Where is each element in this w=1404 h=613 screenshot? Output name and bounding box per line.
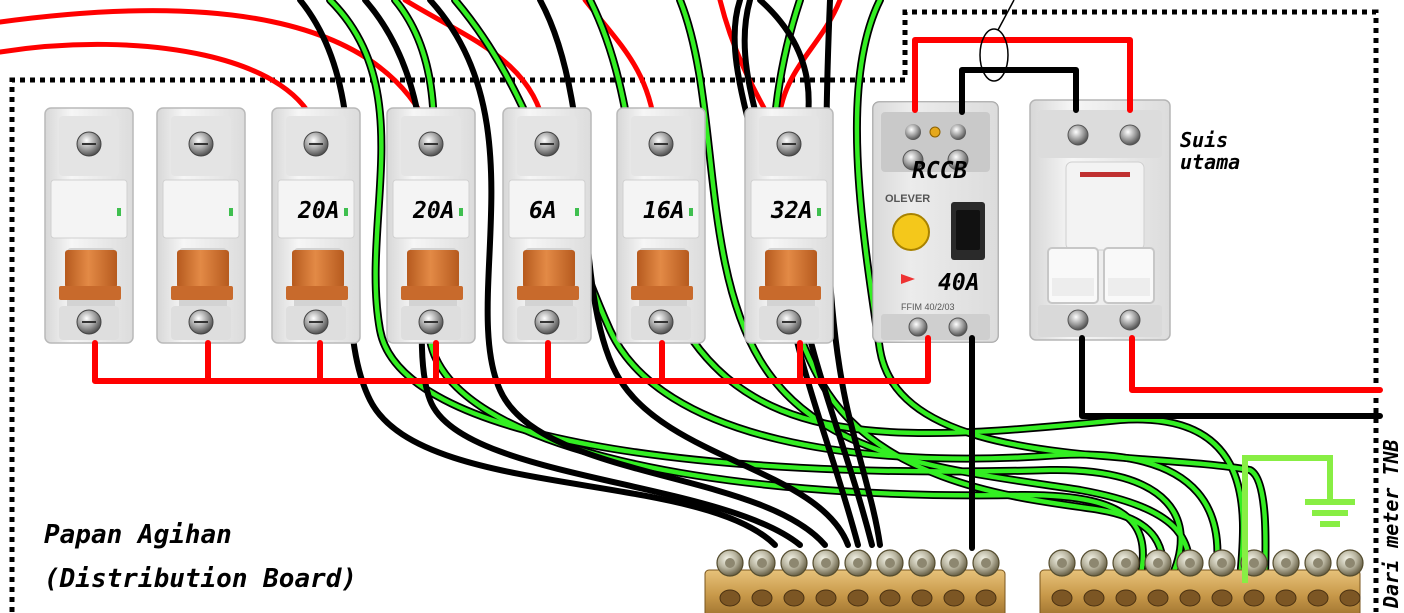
breaker-rating-mcb-4: 20A	[413, 198, 455, 224]
enclosure-outline	[9, 9, 1379, 612]
main-switch-label-line2: utama	[1180, 150, 1241, 174]
board-title-line1: Papan Agihan	[44, 520, 232, 550]
rccb-rating: 40A	[938, 270, 980, 296]
breaker-rating-mcb-5: 6A	[529, 198, 557, 224]
supply-label: Dari meter TNB	[1379, 439, 1403, 608]
live-wire-20a-a	[0, 41, 321, 138]
breaker-mcb-6	[616, 107, 706, 344]
rccb-label: RCCB	[912, 158, 968, 184]
breaker-rating-mcb-6: 16A	[643, 198, 685, 224]
breaker-toggle	[177, 250, 229, 288]
breaker-toggle	[292, 250, 344, 288]
live-supply-in	[1129, 335, 1383, 393]
breaker-mcb-1	[44, 107, 134, 344]
breaker-toggle	[765, 250, 817, 288]
rccb-brand: OLEVER	[885, 193, 930, 205]
main-switch	[1029, 99, 1171, 341]
breaker-mcb-3	[271, 107, 361, 344]
earth-symbol-icon	[1242, 455, 1355, 583]
main-switch-label-line1: Suis	[1180, 128, 1229, 152]
breaker-mcb-7	[744, 107, 834, 344]
breaker-toggle	[65, 250, 117, 288]
breaker-rating-mcb-3: 20A	[298, 198, 340, 224]
breaker-rating-mcb-7: 32A	[771, 198, 813, 224]
live-wire-20a-b	[0, 8, 435, 138]
breaker-mcb-5	[502, 107, 592, 344]
board-title-line2: (Distribution Board)	[44, 564, 358, 594]
current-clamp-icon	[979, 0, 1015, 82]
earth-busbar	[1039, 549, 1364, 613]
breaker-toggle	[407, 250, 459, 288]
neutral-supply-in	[1079, 335, 1383, 419]
live-main-to-rccb	[912, 37, 1133, 113]
rccb: OLEVER FFIM 40/2/03	[872, 101, 999, 343]
breaker-toggle	[637, 250, 689, 288]
breaker-mcb-2	[156, 107, 246, 344]
neutral-busbar	[704, 549, 1006, 613]
breaker-mcb-4	[386, 107, 476, 344]
wires-front	[92, 37, 1383, 551]
live-comb	[92, 335, 931, 384]
neutral-main-to-rccb	[959, 67, 1079, 115]
mcb-row	[44, 107, 834, 344]
breaker-toggle	[523, 250, 575, 288]
rccb-model: FFIM 40/2/03	[901, 302, 955, 312]
